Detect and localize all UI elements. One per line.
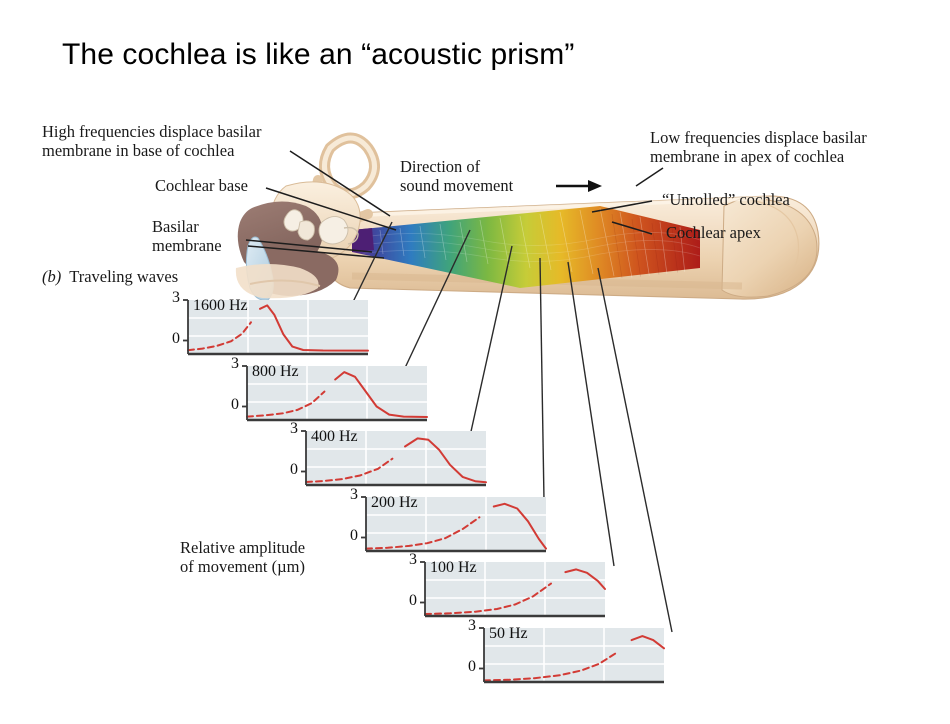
y-tick-zero: 0 bbox=[468, 657, 476, 675]
label-leader-lines bbox=[245, 150, 664, 259]
wave-panel: 3 0 200 Hz bbox=[350, 486, 547, 553]
wave-panel-frequency-label: 200 Hz bbox=[371, 494, 418, 511]
figure-caption-letter: (b) bbox=[42, 267, 62, 286]
y-tick-max: 3 bbox=[409, 551, 417, 568]
label-high-frequencies: High frequencies displace basilar membra… bbox=[42, 122, 262, 161]
y-tick-max: 3 bbox=[290, 420, 298, 437]
wave-panel-frequency-label: 400 Hz bbox=[311, 428, 358, 445]
y-tick-max: 3 bbox=[350, 486, 358, 503]
wave-panel-frequency-label: 100 Hz bbox=[430, 559, 477, 576]
label-basilar-membrane: Basilar membrane bbox=[152, 217, 222, 256]
label-cochlear-apex: Cochlear apex bbox=[666, 223, 761, 242]
wave-panel: 3 0 50 Hz bbox=[468, 617, 665, 684]
figure-caption-text: Traveling waves bbox=[69, 267, 179, 286]
page-title: The cochlea is like an “acoustic prism” bbox=[62, 38, 575, 71]
sound-direction-arrow bbox=[556, 180, 602, 192]
wave-panel: 3 0 100 Hz bbox=[409, 551, 606, 618]
y-tick-zero: 0 bbox=[290, 460, 298, 478]
y-tick-max: 3 bbox=[231, 355, 239, 372]
y-tick-zero: 0 bbox=[231, 395, 239, 413]
wave-panel-frequency-label: 800 Hz bbox=[252, 363, 299, 380]
label-cochlear-base: Cochlear base bbox=[155, 176, 248, 195]
axis-label-relative-amplitude: Relative amplitude of movement (µm) bbox=[180, 538, 306, 577]
wave-panel-frequency-label: 50 Hz bbox=[489, 625, 528, 642]
y-tick-zero: 0 bbox=[350, 526, 358, 544]
basilar-membrane-spectrum bbox=[352, 206, 700, 288]
wave-panel-frequency-label: 1600 Hz bbox=[193, 297, 248, 314]
label-unrolled-cochlea: “Unrolled” cochlea bbox=[662, 190, 790, 209]
label-low-frequencies: Low frequencies displace basilar membran… bbox=[650, 128, 867, 167]
panel-leader-lines bbox=[351, 221, 673, 633]
y-tick-max: 3 bbox=[468, 617, 476, 634]
wave-panel: 3 0 800 Hz bbox=[231, 355, 428, 422]
wave-panel: 3 0 1600 Hz bbox=[172, 289, 369, 356]
wave-panel: 3 0 400 Hz bbox=[290, 420, 487, 487]
y-tick-max: 3 bbox=[172, 289, 180, 306]
label-direction-of-sound: Direction of sound movement bbox=[400, 157, 514, 196]
y-tick-zero: 0 bbox=[172, 329, 180, 347]
inner-ear-anatomy bbox=[235, 132, 380, 301]
y-tick-zero: 0 bbox=[409, 591, 417, 609]
figure-caption: (b) Traveling waves bbox=[42, 267, 178, 287]
